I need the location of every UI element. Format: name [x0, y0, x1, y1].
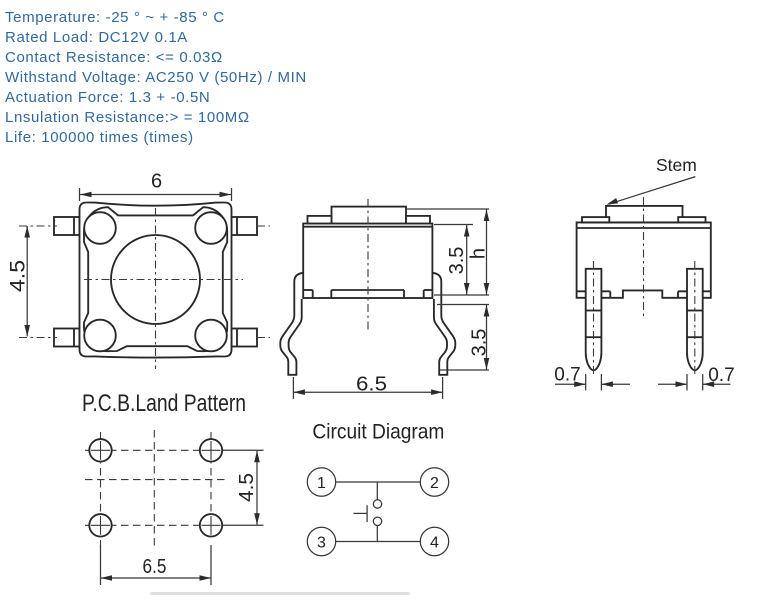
svg-text:0.7: 0.7	[708, 365, 734, 386]
svg-text:0.7: 0.7	[554, 365, 580, 386]
svg-text:1: 1	[317, 475, 326, 492]
svg-text:P.C.B.Land Pattern: P.C.B.Land Pattern	[82, 390, 246, 417]
svg-text:4.5: 4.5	[236, 473, 258, 502]
svg-text:4.5: 4.5	[7, 260, 30, 292]
svg-text:3.5: 3.5	[446, 247, 468, 275]
svg-text:6.5: 6.5	[143, 556, 167, 578]
svg-text:4: 4	[430, 535, 439, 552]
svg-text:Stem: Stem	[656, 155, 697, 175]
svg-text:6: 6	[151, 171, 162, 193]
svg-text:2: 2	[430, 475, 439, 492]
svg-text:3.5: 3.5	[469, 329, 491, 357]
svg-text:h: h	[468, 248, 490, 259]
svg-text:Circuit Diagram: Circuit Diagram	[312, 420, 444, 444]
svg-text:6.5: 6.5	[356, 374, 387, 396]
svg-text:3: 3	[317, 535, 326, 552]
